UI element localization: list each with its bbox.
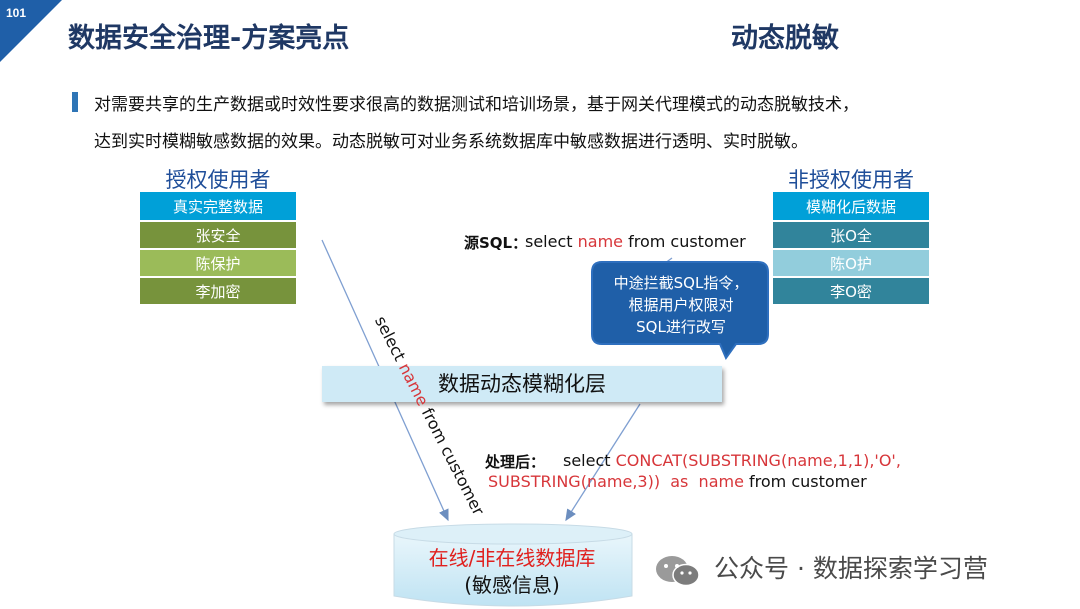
processed-sql-line-1: select CONCAT(SUBSTRING(name,1,1),'O', bbox=[563, 451, 901, 470]
database-sublabel: (敏感信息) bbox=[464, 573, 560, 597]
description-line-1: 对需要共享的生产数据或时效性要求很高的数据测试和培训场景，基于网关代理模式的动态… bbox=[94, 95, 859, 115]
wechat-icon bbox=[656, 556, 700, 587]
processed-sql-part: SUBSTRING(name,3)) as name bbox=[488, 472, 744, 491]
description-line-2: 达到实时模糊敏感数据的效果。动态脱敏可对业务系统数据库中敏感数据进行透明、实时脱… bbox=[94, 132, 808, 152]
database-cylinder bbox=[393, 523, 633, 607]
processed-sql-label: 处理后： bbox=[485, 453, 546, 471]
page-corner-badge bbox=[0, 0, 62, 62]
callout-bubble bbox=[591, 261, 769, 361]
bullet-marker bbox=[72, 92, 78, 112]
callout-line: 根据用户权限对 bbox=[628, 296, 734, 314]
dynamic-masking-layer: 数据动态模糊化层 bbox=[322, 366, 722, 402]
callout-text: 中途拦截SQL指令， 根据用户权限对 SQL进行改写 bbox=[596, 272, 766, 338]
watermark-text: 公众号 · 数据探索学习营 bbox=[714, 554, 988, 583]
authorized-row: 陈保护 bbox=[140, 250, 296, 278]
authorized-row: 李加密 bbox=[140, 278, 296, 306]
slide-subtitle: 动态脱敏 bbox=[731, 23, 839, 54]
unauthorized-row: 张O全 bbox=[773, 222, 929, 250]
database-label: 在线/非在线数据库 bbox=[428, 546, 596, 570]
processed-sql-part: from customer bbox=[743, 472, 867, 491]
unauthorized-row: 李O密 bbox=[773, 278, 929, 306]
source-sql-field: name bbox=[577, 232, 623, 251]
source-sql-text: select name from customer bbox=[525, 232, 746, 251]
callout-line: SQL进行改写 bbox=[636, 318, 726, 336]
unauthorized-header-cell: 模糊化后数据 bbox=[773, 192, 929, 222]
unauthorized-user-title: 非授权使用者 bbox=[788, 168, 914, 192]
slide-title: 数据安全治理-方案亮点 bbox=[68, 23, 350, 54]
page-number: 101 bbox=[6, 6, 27, 20]
processed-sql-part: CONCAT(SUBSTRING(name,1,1),'O', bbox=[615, 451, 901, 470]
source-sql-label: 源SQL： bbox=[464, 234, 528, 252]
processed-sql-line-2: SUBSTRING(name,3)) as name from customer bbox=[488, 472, 867, 491]
source-sql-part: select bbox=[525, 232, 578, 251]
callout-line: 中途拦截SQL指令， bbox=[613, 274, 749, 292]
authorized-header-cell: 真实完整数据 bbox=[140, 192, 296, 222]
authorized-user-title: 授权使用者 bbox=[165, 168, 271, 192]
authorized-data-table: 真实完整数据 张安全 陈保护 李加密 bbox=[140, 192, 296, 306]
source-sql-part: from customer bbox=[623, 232, 746, 251]
unauthorized-row: 陈O护 bbox=[773, 250, 929, 278]
processed-sql-part: select bbox=[563, 451, 616, 470]
unauthorized-data-table: 模糊化后数据 张O全 陈O护 李O密 bbox=[773, 192, 929, 306]
authorized-row: 张安全 bbox=[140, 222, 296, 250]
